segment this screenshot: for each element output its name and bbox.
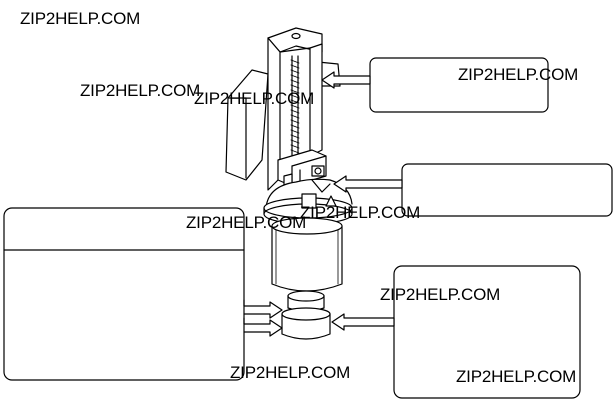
watermark-text: ZIP2HELP.COM: [80, 81, 201, 100]
u-frame: [267, 27, 323, 191]
callout-top-right: [321, 57, 549, 113]
watermark-text: ZIP2HELP.COM: [300, 203, 421, 222]
watermark-text: ZIP2HELP.COM: [458, 65, 579, 84]
callout-middle-right: [333, 163, 613, 217]
platter: [263, 178, 353, 225]
watermark-text: ZIP2HELP.COM: [230, 363, 351, 382]
callout-bottom-right: [331, 265, 581, 399]
watermark-text: ZIP2HELP.COM: [380, 285, 501, 304]
motor-body: [271, 217, 343, 292]
callout-left: [3, 207, 283, 381]
lead-screw: [290, 55, 300, 171]
watermark-text: ZIP2HELP.COM: [20, 9, 141, 28]
watermark-text: ZIP2HELP.COM: [186, 213, 307, 232]
watermark-text: ZIP2HELP.COM: [456, 367, 577, 386]
side-plate: [225, 69, 269, 181]
lower-cylinder: [281, 290, 331, 340]
watermark-text: ZIP2HELP.COM: [194, 89, 315, 108]
